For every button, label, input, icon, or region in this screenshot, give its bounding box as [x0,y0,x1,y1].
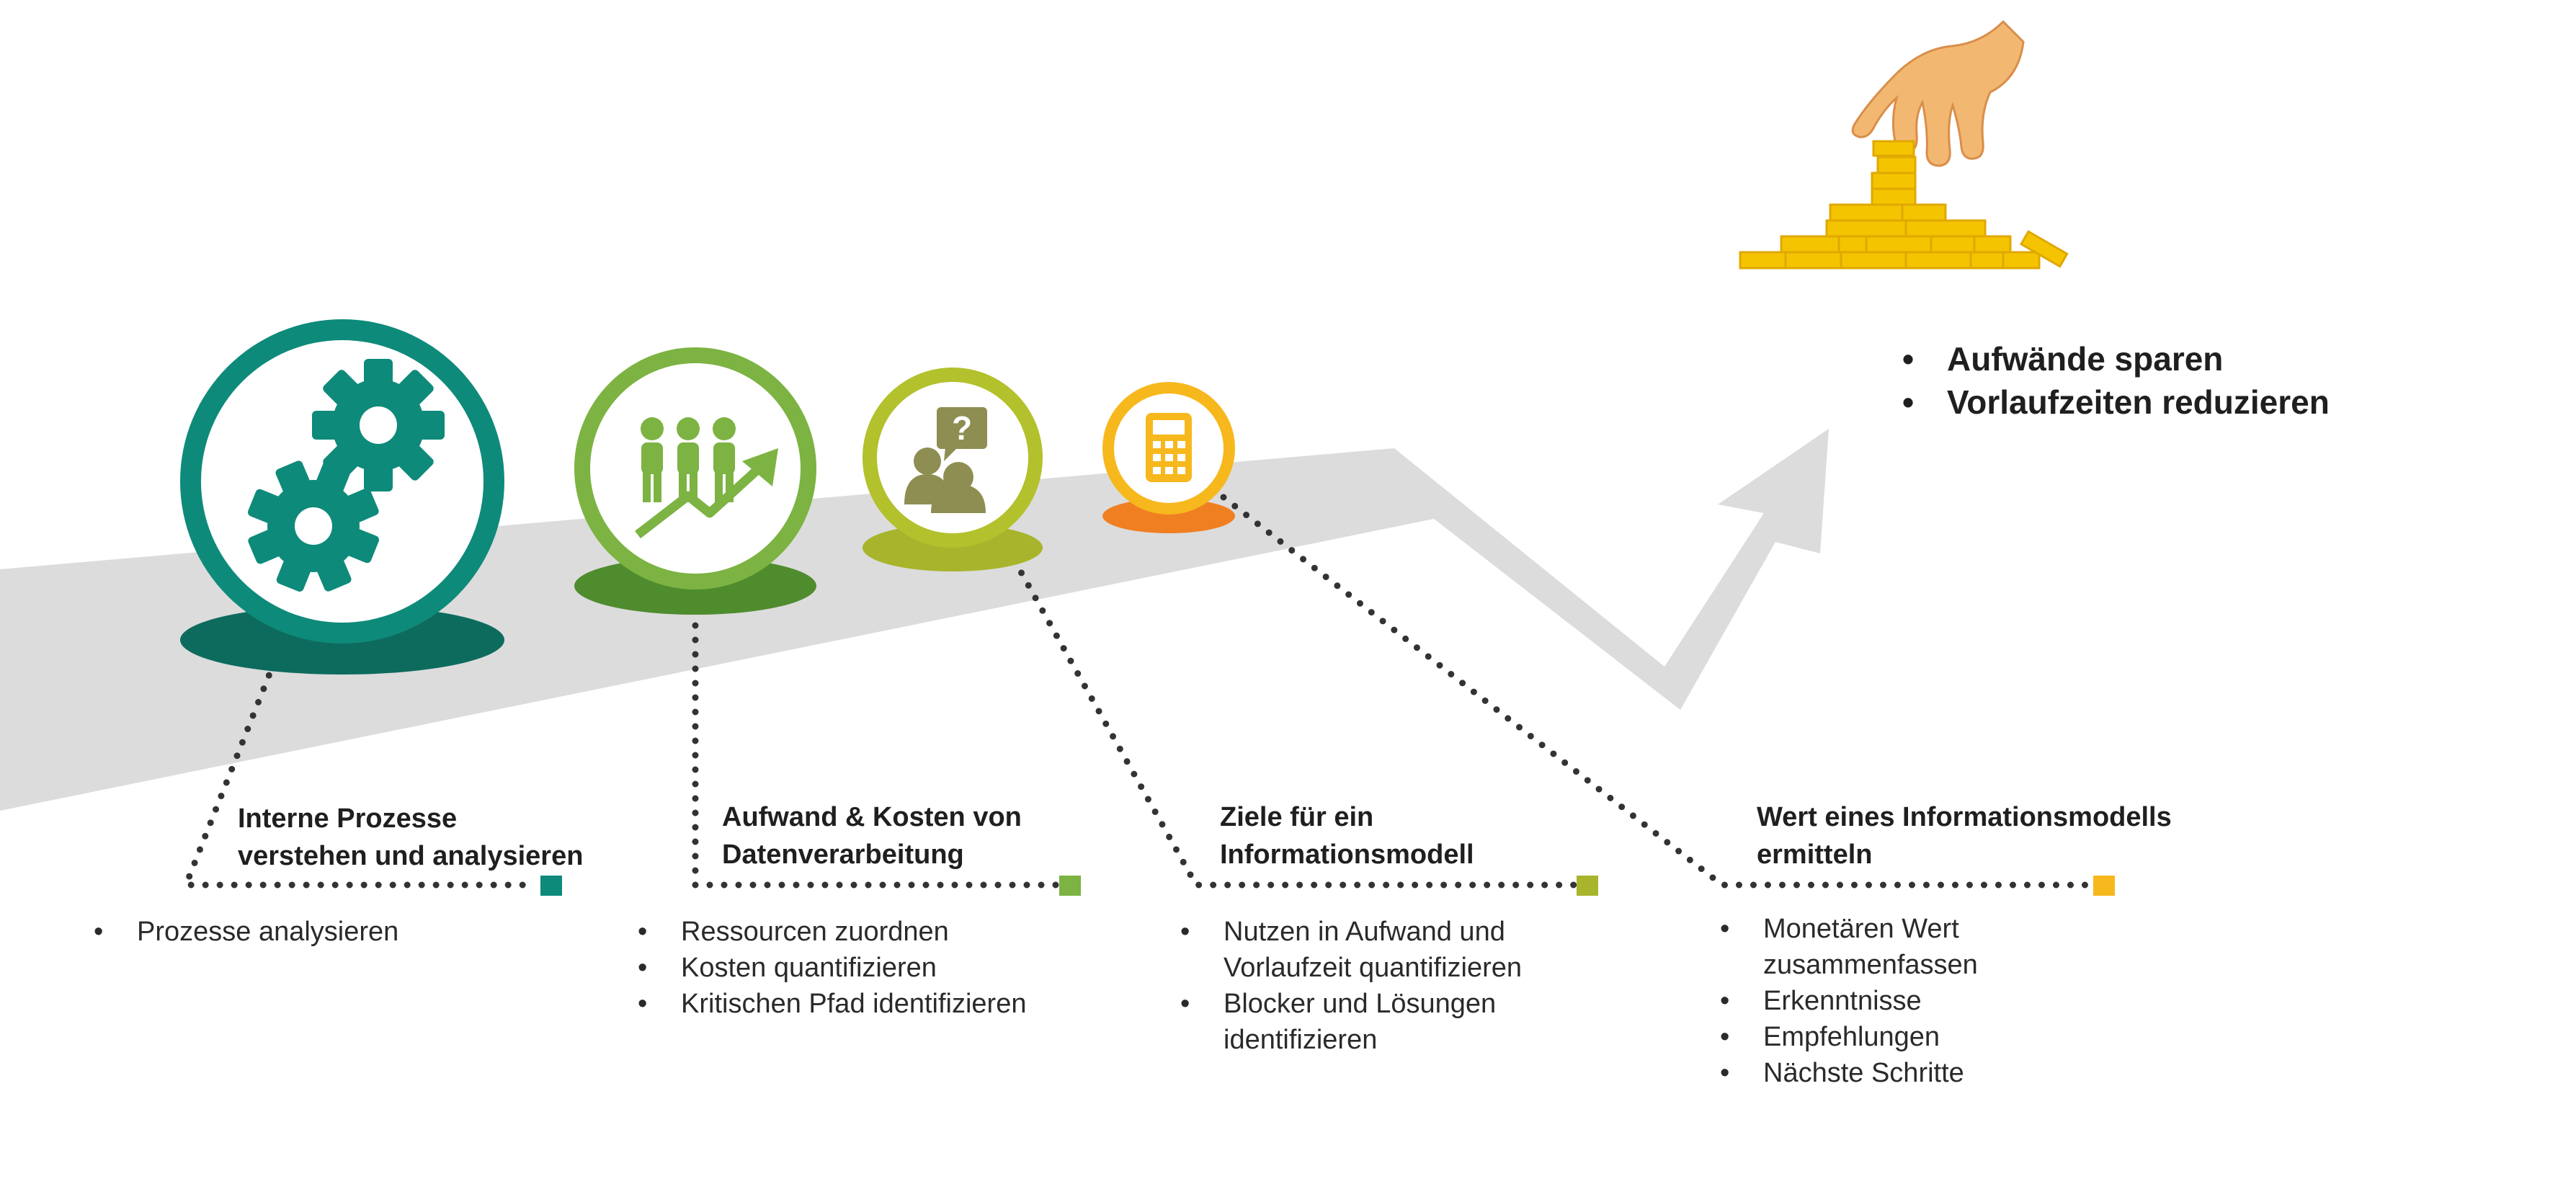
step-1-bullets: Prozesse analysieren [94,914,398,950]
step-4-heading-line-1: Wert eines Informationsmodells [1757,802,2172,832]
marker-square-step-4 [2093,876,2115,896]
calculator-icon [1146,413,1192,482]
gears-icon [248,359,445,592]
marker-square-step-2 [1059,876,1081,896]
step-1-heading-line-1: Interne Prozesse [238,804,458,834]
step-2-heading: Aufwand & Kosten von Datenverarbeitung [722,798,1022,873]
leader-line-step-2 [692,593,1063,889]
road-arrow [0,429,1829,811]
step-4-bullets: Monetären Wert zusammenfassen Erkenntnis… [1720,911,1978,1091]
step-2-heading-line-2: Datenverarbeitung [722,840,964,870]
svg-text:?: ? [952,409,972,447]
step-4-heading-line-2: ermitteln [1757,840,1873,870]
leader-line-step-3 [1004,544,1578,889]
step-1-heading: Interne Prozesse verstehen und analysier… [238,800,583,875]
list-item: Prozesse analysieren [94,914,398,950]
step-3-badge: ? [863,368,1043,571]
leader-line-step-4 [1220,494,2097,889]
list-item: Nächste Schritte [1720,1055,1978,1091]
people-growth-icon [635,417,778,539]
hand-coins-icon [1739,19,2069,270]
list-item-continuation: Vorlaufzeit quantifizieren [1224,953,1523,983]
step-3-heading-line-1: Ziele für ein [1220,802,1374,832]
goal-item: Vorlaufzeiten reduzieren [1902,380,2330,424]
list-item: Erkenntnisse [1720,983,1978,1019]
list-item: Ressourcen zuordnen [638,914,1026,950]
list-item: Kritischen Pfad identifizieren [638,986,1026,1022]
step-4-heading: Wert eines Informationsmodells ermitteln [1757,798,2172,873]
leader-lines [181,494,2097,889]
goal-item: Aufwände sparen [1902,337,2330,380]
list-item: Empfehlungen [1720,1019,1978,1055]
consulting-question-icon: ? [904,407,987,513]
step-3-heading: Ziele für ein Informationsmodell [1220,798,1474,873]
list-item-continuation: zusammenfassen [1763,950,1978,980]
step-3-bullets: Nutzen in Aufwand und Vorlaufzeit quanti… [1180,914,1522,1058]
marker-square-step-3 [1577,876,1598,896]
step-4-badge [1102,382,1235,533]
step-1-badge [180,319,504,675]
step-3-heading-line-2: Informationsmodell [1220,840,1474,870]
list-item: Monetären Wert [1720,911,1978,947]
marker-square-step-1 [540,876,562,896]
list-item-continuation: identifizieren [1224,1025,1378,1055]
step-1-heading-line-2: verstehen und analysieren [238,841,584,871]
list-item: Blocker und Lösungen [1180,986,1522,1022]
leader-line-step-1 [181,645,540,889]
step-2-badge [574,347,816,615]
list-item: Kosten quantifizieren [638,950,1026,986]
goal-bullets: Aufwände sparen Vorlaufzeiten reduzieren [1902,337,2330,424]
list-item: Nutzen in Aufwand und [1180,914,1522,950]
step-2-heading-line-1: Aufwand & Kosten von [722,802,1022,832]
step-2-bullets: Ressourcen zuordnen Kosten quantifiziere… [638,914,1026,1022]
